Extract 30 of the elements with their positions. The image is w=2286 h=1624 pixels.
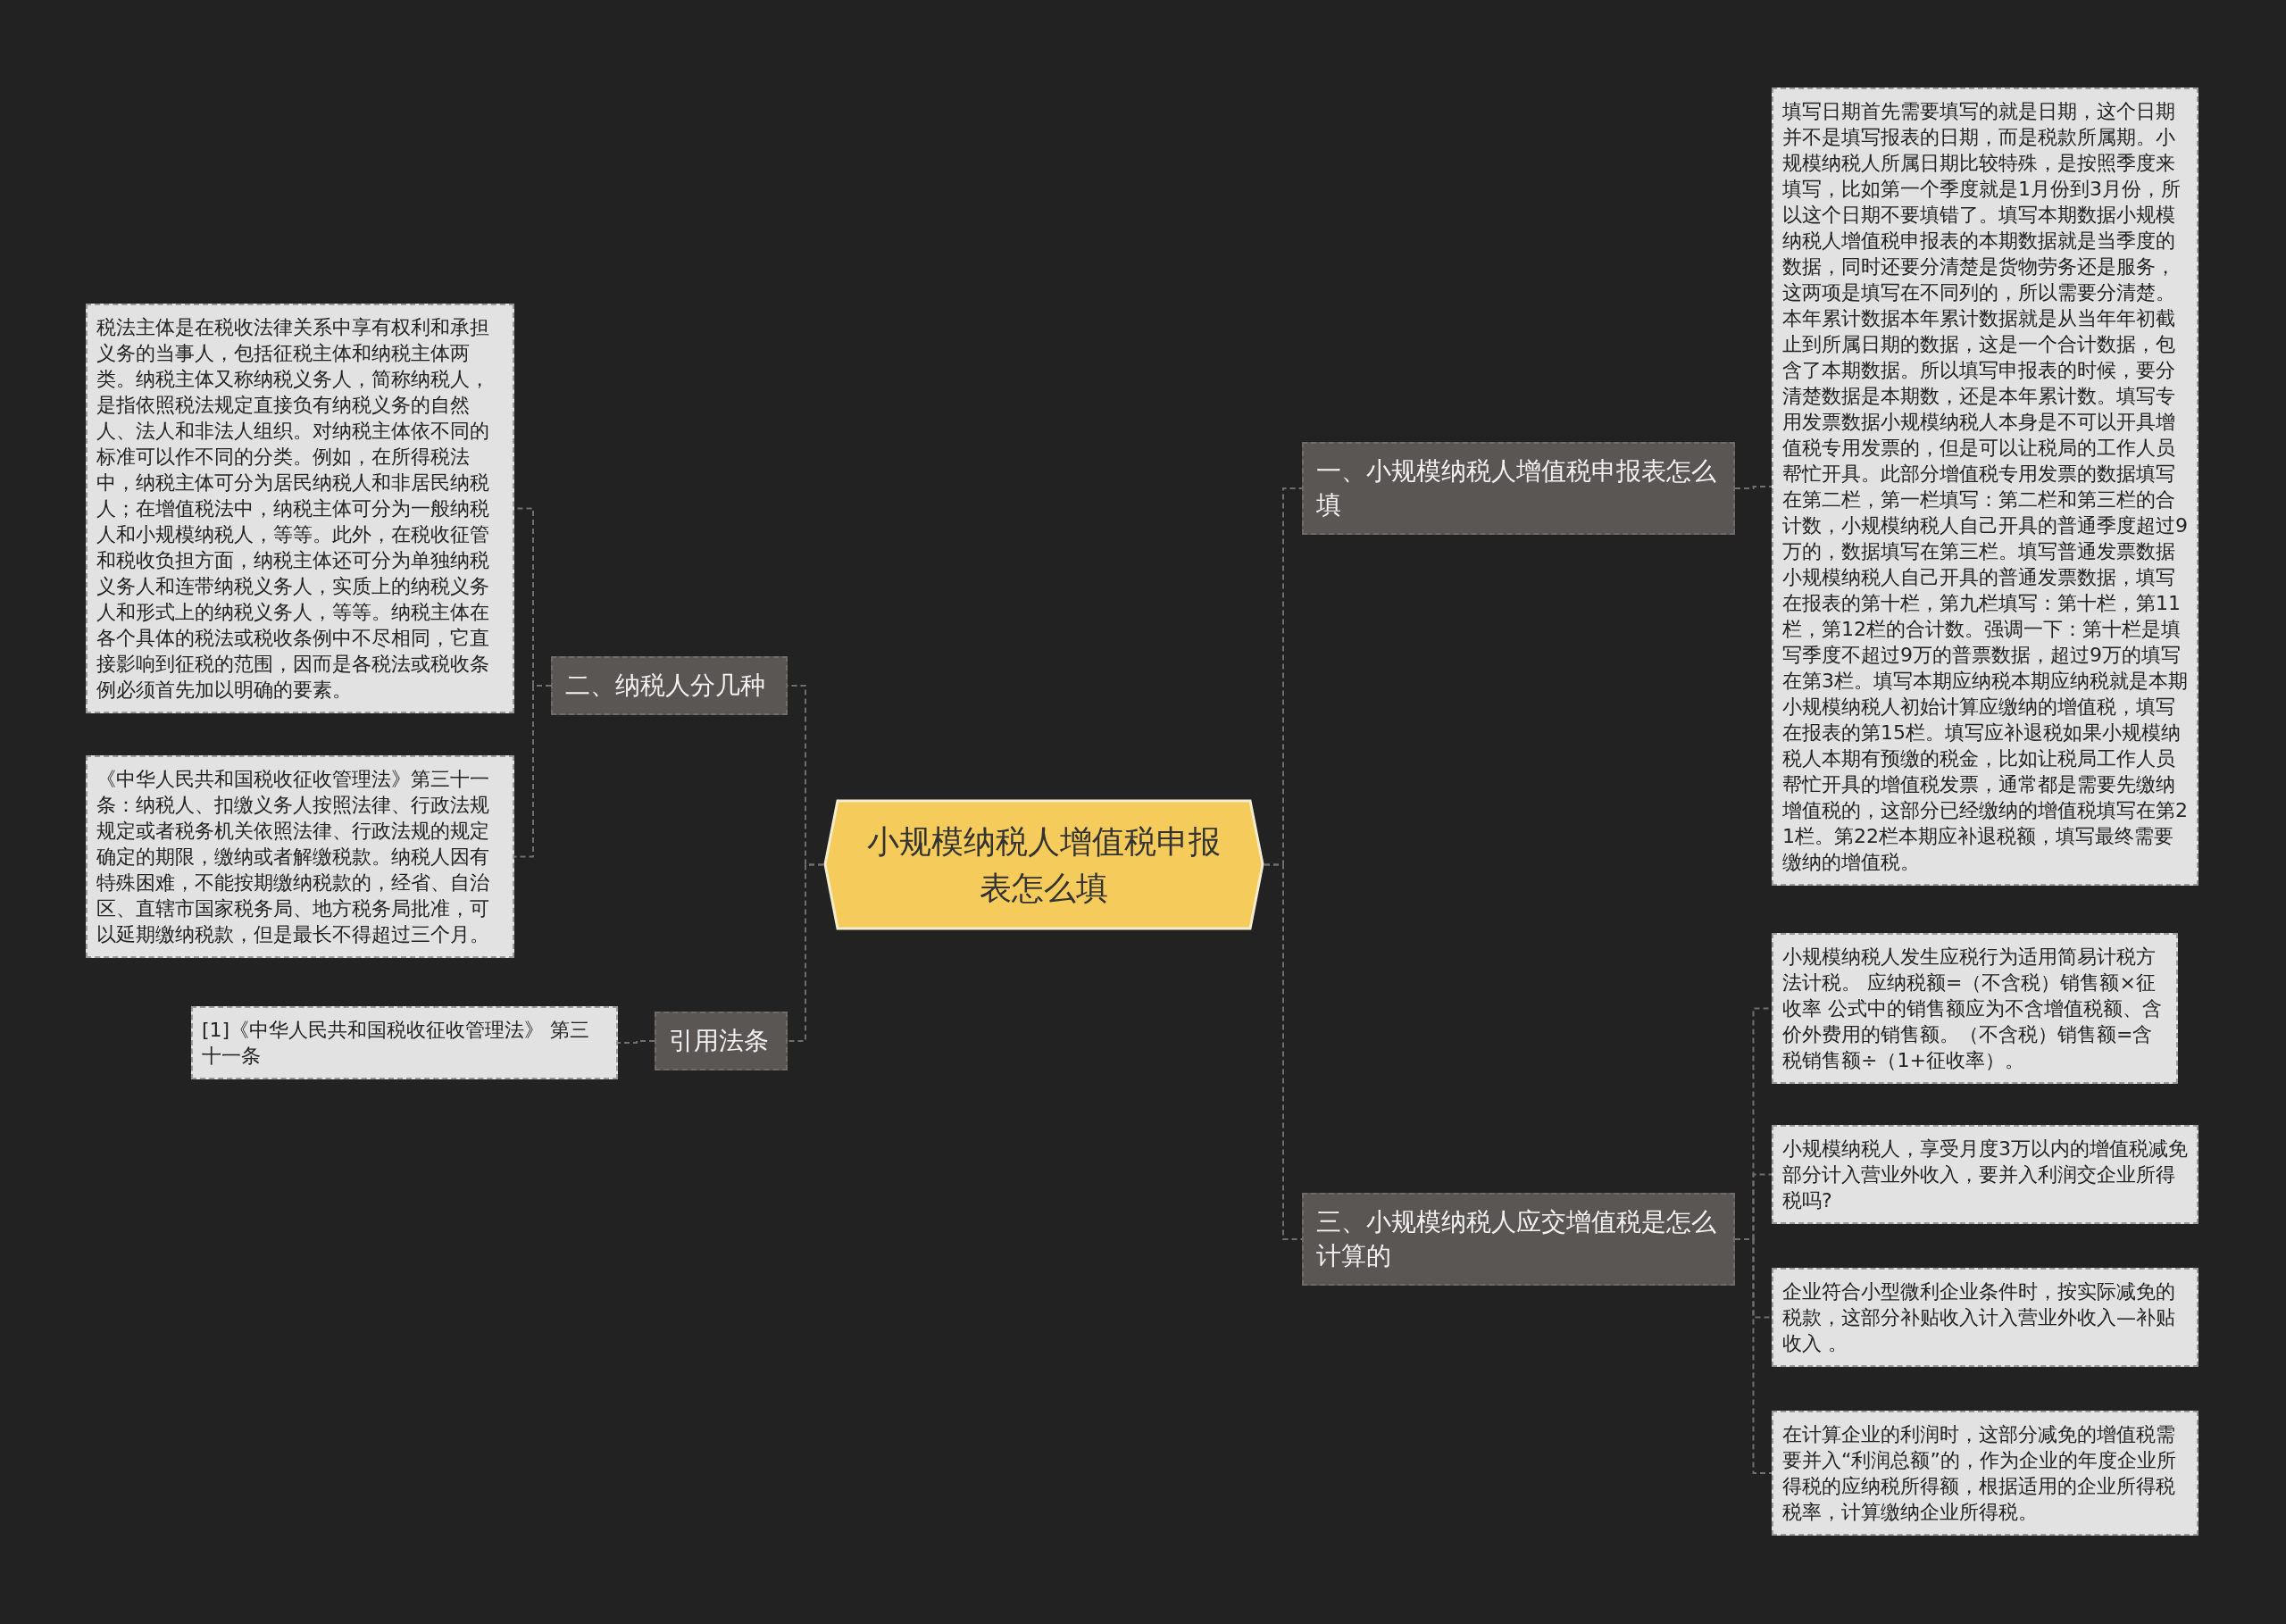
central-topic bbox=[823, 799, 1264, 930]
note-card bbox=[1772, 1268, 2198, 1367]
connector-line bbox=[1734, 1238, 1773, 1474]
topic-title: 小规模纳税人增值税申报表怎么填 bbox=[866, 821, 1222, 908]
connector-line bbox=[617, 1040, 655, 1044]
branch-label: 引用法条 bbox=[669, 1026, 769, 1055]
note-card bbox=[1772, 1411, 2198, 1536]
note-text: 在计算企业的利润时，这部分减免的增值税需要并入“利润总额”的，作为企业的年度企业所得税的应纳税所得额，根据适用的企业所得税税率，计算缴纳企业所得税。 bbox=[1782, 1423, 2176, 1523]
note-card bbox=[1772, 933, 2178, 1084]
branch-label: 二、纳税人分几种 bbox=[565, 670, 765, 700]
note-text: 小规模纳税人发生应税行为适用简易计税方法计税。 应纳税额=（不含税）销售额×征收率 公式中的销售额应为不含增值税额、含价外费用的销售额。（不含税）销售额=含税销售额÷（1+征收率）。 bbox=[1782, 945, 2162, 1071]
connector-line bbox=[787, 863, 824, 1042]
branch-box bbox=[655, 1012, 788, 1070]
note-card bbox=[1772, 1125, 2198, 1224]
note-text: 税法主体是在税收法律关系中享有权利和承担义务的当事人，包括征税主体和纳税主体两类。纳税主体又称纳税义务人，简称纳税人，是指依照税法规定直接负有纳税义务的自然人、法人和非法人组织。对纳税主体依不同的标准可以作不同的分类。例如，在所得税法中，纳税主体可分为居民纳税人和非居民纳税人；在增值税法中，纳税主体可分为一般纳税人和小规模纳税人，等等。此外，在税收征管和税收负担方面，纳税主体还可分为单独纳税义务人和连带纳税义务人，实质上的纳税义务人和形式上的纳税义务人，等等。纳税主体在各个具体的税法或税收条例中不尽相同，它直接影响到征税的范围，因而是各税法或税收条例必须首先加以明确的要素。 bbox=[96, 316, 489, 701]
note-text: 《中华人民共和国税收征收管理法》第三十一条：纳税人、扣缴义务人按照法律、行政法规规定或者税务机关依照法律、行政法规的规定确定的期限，缴纳或者解缴税款。纳税人因有特殊困难，不能按期缴纳税款的，经省、自治区、直辖市国家税务局、地方税务局批准，可以延期缴纳税款，但是最长不得超过三个月。 bbox=[96, 768, 489, 945]
branch-box bbox=[551, 656, 788, 715]
connector-line bbox=[1264, 863, 1303, 1240]
branch-label: 一、小规模纳税人增值税申报表怎么填 bbox=[1316, 456, 1716, 520]
connector-line bbox=[1734, 486, 1773, 489]
branch-box bbox=[1302, 442, 1735, 535]
connector-line bbox=[513, 685, 552, 858]
branch-box bbox=[1302, 1193, 1735, 1286]
branch-label: 三、小规模纳税人应交增值税是怎么计算的 bbox=[1316, 1207, 1716, 1270]
note-text: 填写日期首先需要填写的就是日期，这个日期并不是填写报表的日期，而是税款所属期。小规模纳税人所属日期比较特殊，是按照季度来填写，比如第一个季度就是1月份到3月份，所以这个日期不要填错了。填写本期数据小规模纳税人增值税申报表的本期数据就是当季度的数据，同时还要分清楚是货物劳务还是服务，这两项是填写在不同列的，所以需要分清楚。本年累计数据本年累计数据就是从当年年初截止到所属日期的数据，这是一个合计数据，包含了本期数据。所以填写申报表的时候，要分清楚数据是本期数，还是本年累计数。填写专用发票数据小规模纳税人本身是不可以开具增值税专用发票的，但是可以让税局的工作人员帮忙开具。此部分增值税专用发票的数据填写在第二栏，第一栏填写：第二栏和第三栏的合计数，小规模纳税人自己开具的普通季度超过9万的，数据填写在第三栏。填写普通发票数据小规模纳税人自己开具的普通发票数据，填写在报表的第十栏，第九栏填写：第十栏，第11栏，第12栏的合计数。强调一下：第十栏是填写季度不超过9万的普票数据，超过9万的填写在第3栏。填写本期应纳税本期应纳税就是本期小规模纳税人初始计算应缴纳的增值税，填写在报表的第15栏。填写应补退税如果小规模纳税人本期有预缴的税金，比如让税局工作人员帮忙开具的增值税发票，通常都是需要先缴纳增值税的，这部分已经缴纳的增值税填写在第21栏。第22栏本期应补退税额，填写最终需要缴纳的增值税。 bbox=[1782, 100, 2188, 873]
note-text: 企业符合小型微利企业条件时，按实际减免的税款，这部分补贴收入计入营业外收入—补贴收入 。 bbox=[1782, 1280, 2175, 1354]
note-card bbox=[191, 1006, 618, 1079]
note-text: 小规模纳税人，享受月度3万以内的增值税减免部分计入营业外收入，要并入利润交企业所得税吗? bbox=[1782, 1137, 2188, 1212]
note-text: [1]《中华人民共和国税收征收管理法》 第三十一条 bbox=[202, 1019, 590, 1067]
note-card bbox=[86, 755, 514, 958]
